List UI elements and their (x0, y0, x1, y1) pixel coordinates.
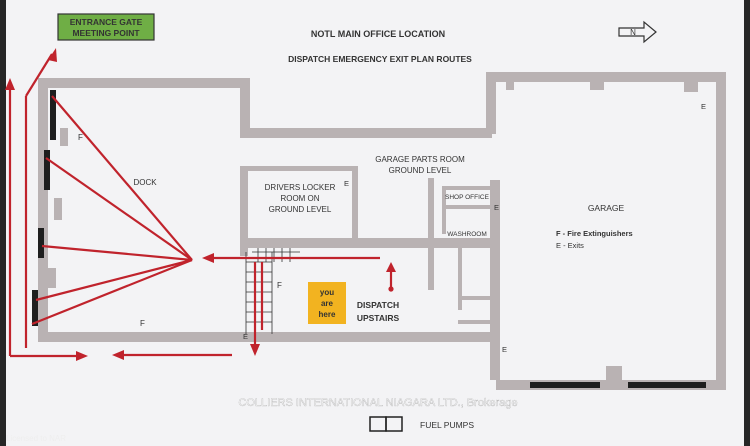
fuel-pump-icon (385, 416, 403, 432)
exit-route-arrows (5, 48, 396, 361)
drivers-locker-line-3: GROUND LEVEL (269, 205, 332, 214)
left-building-walls (38, 78, 497, 342)
entrance-gate-line-1: ENTRANCE GATE (70, 17, 143, 27)
exit-marker: E (494, 203, 499, 212)
you-are-here-line-1: you (320, 288, 334, 297)
frame-right-edge (744, 0, 750, 446)
diagram-subtitle: DISPATCH EMERGENCY EXIT PLAN ROUTES (288, 54, 472, 64)
garage-parts-line-2: GROUND LEVEL (389, 166, 452, 175)
frame-left-edge (0, 0, 6, 446)
shop-office-label: SHOP OFFICE (445, 194, 490, 201)
north-label: N (630, 28, 636, 37)
legend-exits: E - Exits (556, 241, 584, 250)
entrance-gate-line-2: MEETING POINT (72, 28, 140, 38)
garage-walls (486, 72, 726, 390)
paper (6, 0, 744, 446)
exit-marker: E (243, 332, 248, 341)
drivers-locker-line-2: ROOM ON (280, 194, 319, 203)
dispatch-line-2: UPSTAIRS (357, 313, 400, 323)
watermark: COLLIERS INTERNATIONAL NIAGARA LTD., Bro… (238, 397, 517, 409)
dock-doors (32, 90, 68, 326)
exit-marker: E (502, 345, 507, 354)
legend-fire: F - Fire Extinguishers (556, 229, 633, 238)
dock-label: DOCK (133, 178, 157, 187)
drivers-locker-line-1: DRIVERS LOCKER (265, 183, 336, 192)
entrance-gate-box (57, 13, 155, 41)
fire-marker: F (140, 319, 145, 328)
washroom-label: WASHROOM (447, 231, 486, 238)
diagram-title: NOTL MAIN OFFICE LOCATION (311, 29, 445, 39)
fire-marker: F (78, 133, 83, 142)
north-arrow-icon (618, 20, 657, 44)
exit-marker: E (701, 102, 706, 111)
you-are-here-marker (308, 282, 346, 324)
staircase (245, 248, 300, 334)
garage-parts-line-1: GARAGE PARTS ROOM (375, 155, 465, 164)
you-are-here-line-2: are (321, 299, 334, 308)
you-are-here-line-3: here (319, 310, 336, 319)
fuel-pumps-label: FUEL PUMPS (420, 420, 474, 430)
dispatch-line-1: DISPATCH (357, 300, 399, 310)
fire-marker: F (277, 281, 282, 290)
garage-label: GARAGE (588, 203, 625, 213)
license-label: Licensed to NAR (6, 434, 66, 443)
exit-marker: E (344, 179, 349, 188)
